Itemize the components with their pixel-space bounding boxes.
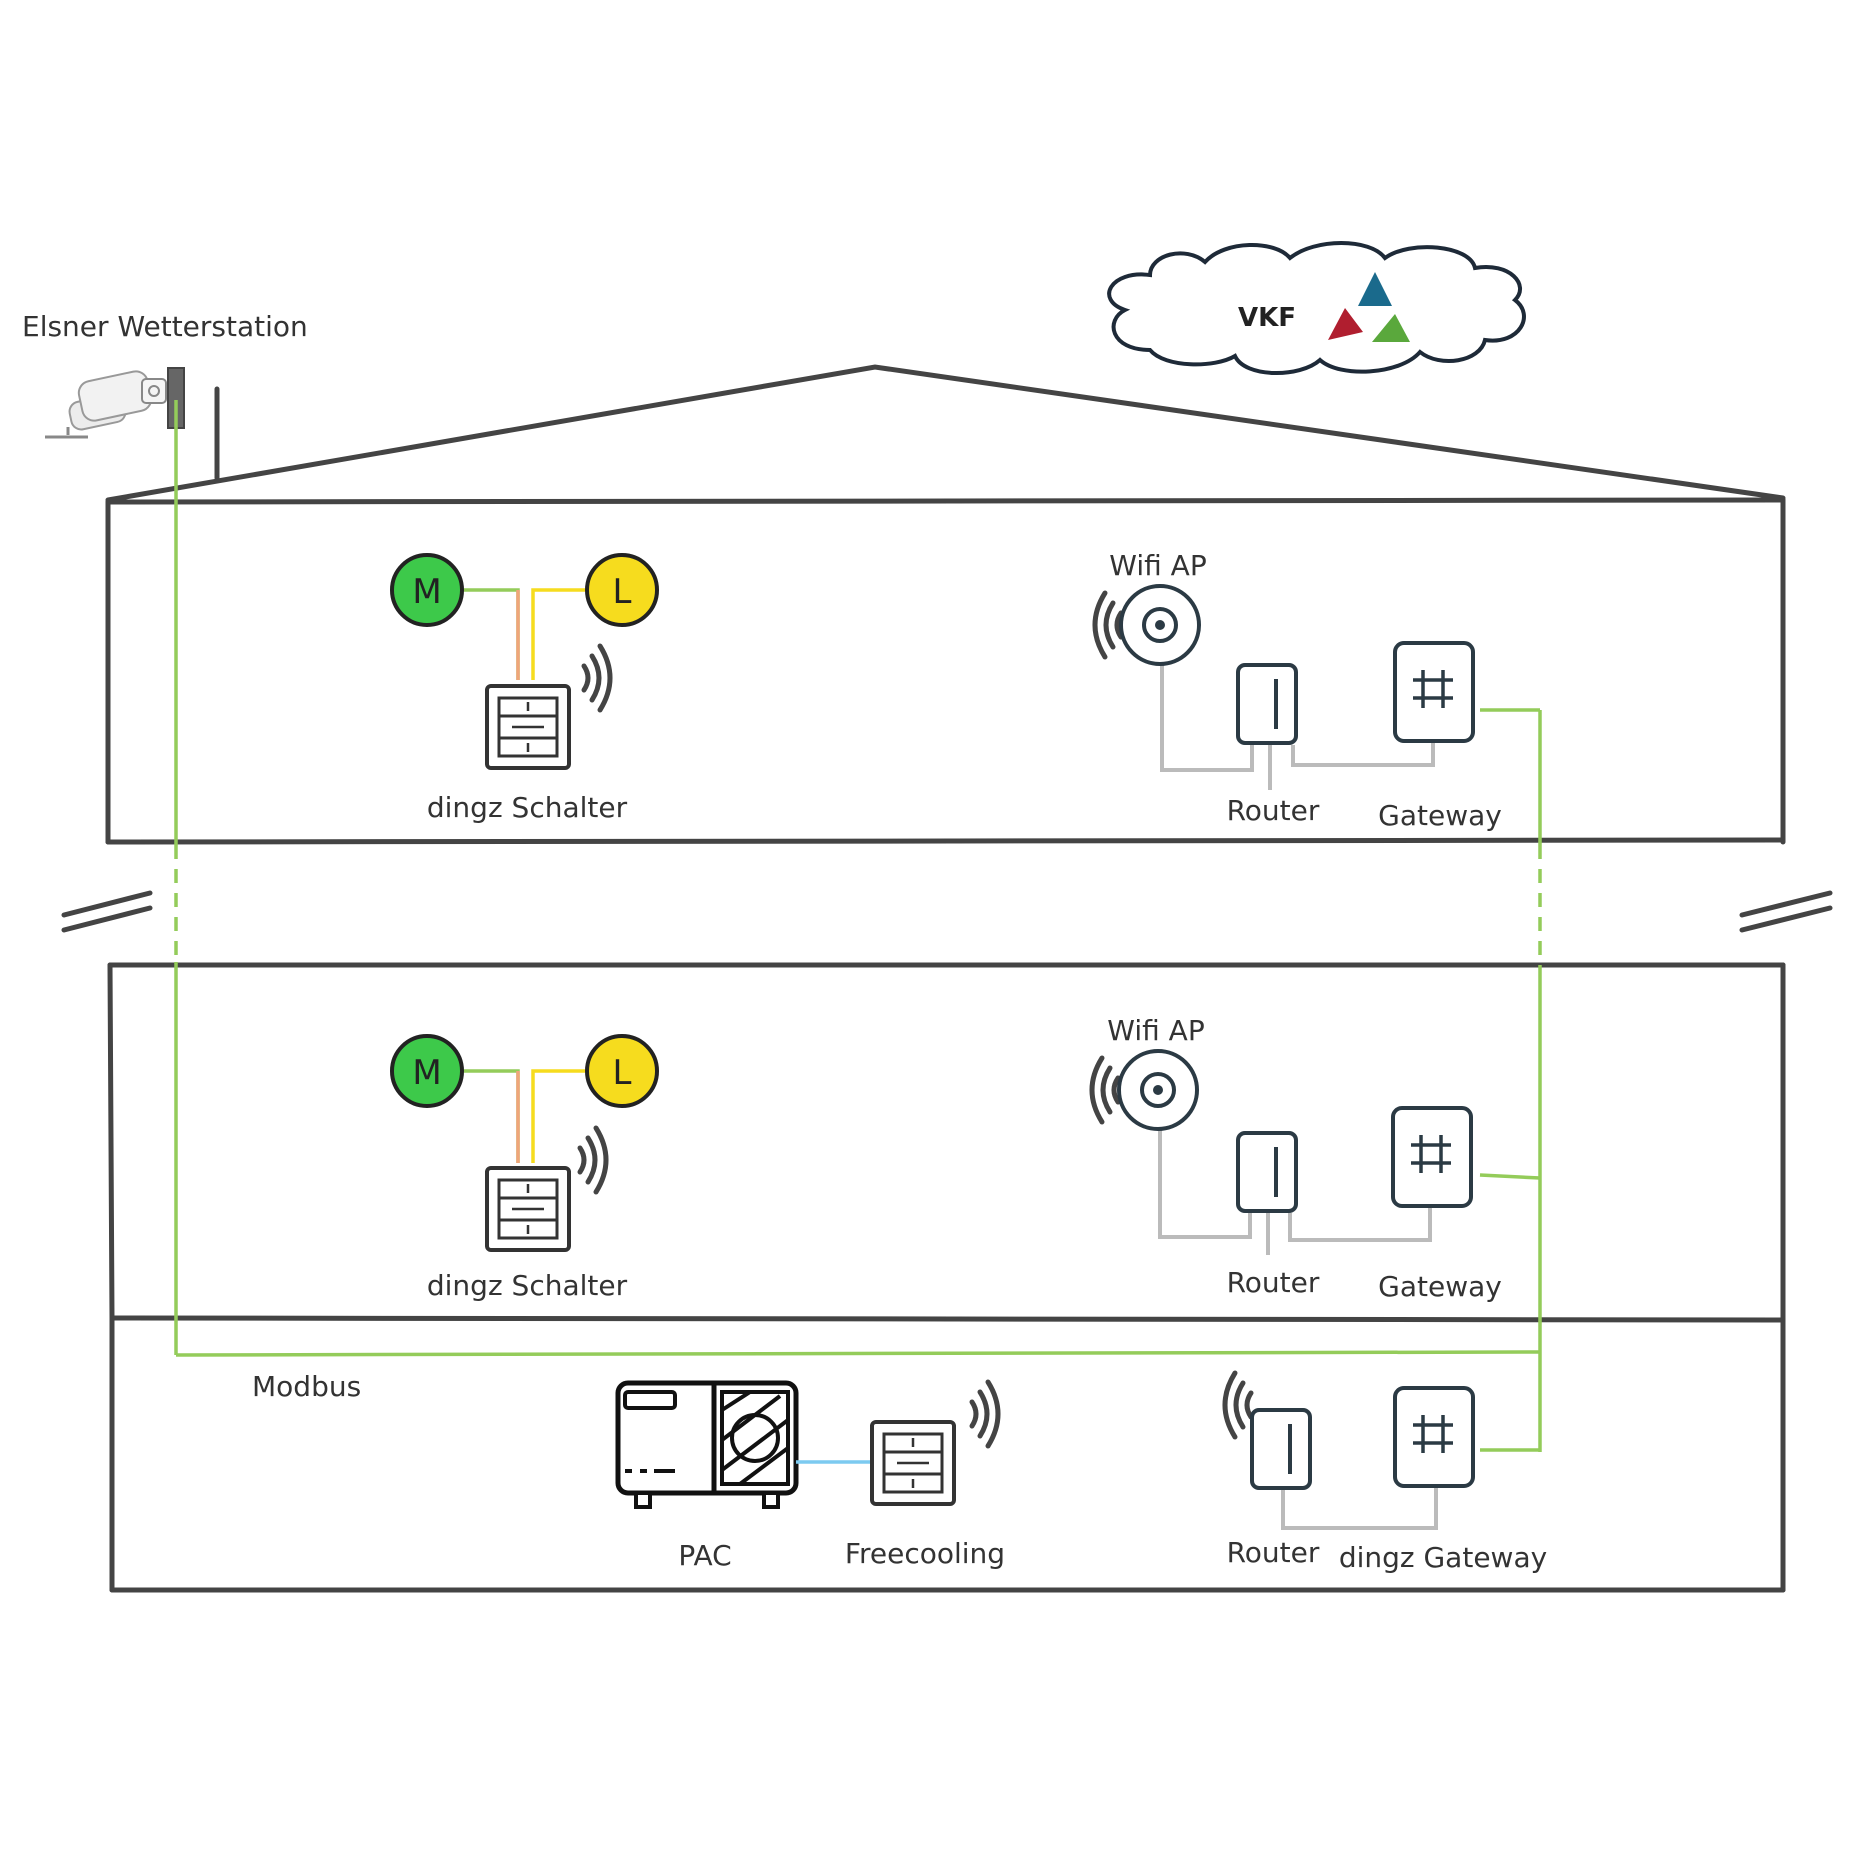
- gateway-label: Gateway: [1378, 799, 1502, 832]
- dingz-switch-icon: [485, 1166, 571, 1252]
- light-badge-text: L: [613, 1053, 632, 1093]
- vkf-logo-green: [1372, 314, 1410, 342]
- vkf-cloud: [1107, 241, 1526, 376]
- wireless-icon: [1092, 1058, 1118, 1122]
- light-badge: [585, 1034, 659, 1108]
- pac-heat-pump-icon: [615, 1380, 799, 1509]
- upper-floor: M L dingz Schalter Wifi AP Router Gatewa…: [390, 549, 1502, 832]
- middle-floor: M L dingz Schalter Wifi AP Router Gatewa…: [390, 1014, 1502, 1303]
- motor-badge-text: M: [412, 1053, 441, 1093]
- gateway-label: Gateway: [1378, 1270, 1502, 1303]
- weather-station-icon: [45, 367, 185, 439]
- modbus-line: [174, 400, 1542, 1452]
- wireless-icon: [580, 1128, 606, 1192]
- motor-badge: [390, 553, 464, 627]
- wireless-icon: [1095, 593, 1121, 657]
- dingz-switch-icon: [485, 684, 571, 770]
- wifi-ap-icon: [1117, 1049, 1199, 1131]
- building-outline: [61, 364, 1833, 1593]
- router-label: Router: [1227, 1536, 1320, 1569]
- gateway-icon: [1393, 641, 1475, 743]
- motor-badge-text: M: [412, 572, 441, 612]
- switch-label: dingz Schalter: [427, 1269, 628, 1302]
- router-icon: [1236, 1131, 1298, 1213]
- dingz-gateway-label: dingz Gateway: [1339, 1541, 1547, 1574]
- basement: PAC Freecooling Router dingz Gateway: [615, 1373, 1547, 1574]
- weather-station-label: Elsner Wetterstation: [22, 310, 308, 343]
- dingz-gateway-icon: [1393, 1386, 1475, 1488]
- modbus-label: Modbus: [252, 1370, 361, 1403]
- light-badge: [585, 553, 659, 627]
- vkf-logo-blue: [1358, 272, 1392, 306]
- motor-badge: [390, 1034, 464, 1108]
- wireless-icon: [584, 646, 610, 710]
- freecooling-switch-icon: [870, 1420, 956, 1506]
- wireless-icon: [1225, 1373, 1251, 1437]
- router-label: Router: [1227, 1266, 1320, 1299]
- wifi-label: Wifi AP: [1107, 1014, 1204, 1047]
- router-icon: [1250, 1408, 1312, 1490]
- gateway-icon: [1391, 1106, 1473, 1208]
- freecooling-label: Freecooling: [845, 1537, 1005, 1570]
- wifi-label: Wifi AP: [1109, 549, 1206, 582]
- router-label: Router: [1227, 794, 1320, 827]
- pac-label: PAC: [678, 1539, 731, 1572]
- router-icon: [1236, 663, 1298, 745]
- vkf-logo-red: [1328, 308, 1363, 340]
- switch-label: dingz Schalter: [427, 791, 628, 824]
- wifi-ap-icon: [1119, 584, 1201, 666]
- wireless-icon: [972, 1382, 998, 1446]
- vkf-label: VKF: [1238, 303, 1296, 333]
- light-badge-text: L: [613, 572, 632, 612]
